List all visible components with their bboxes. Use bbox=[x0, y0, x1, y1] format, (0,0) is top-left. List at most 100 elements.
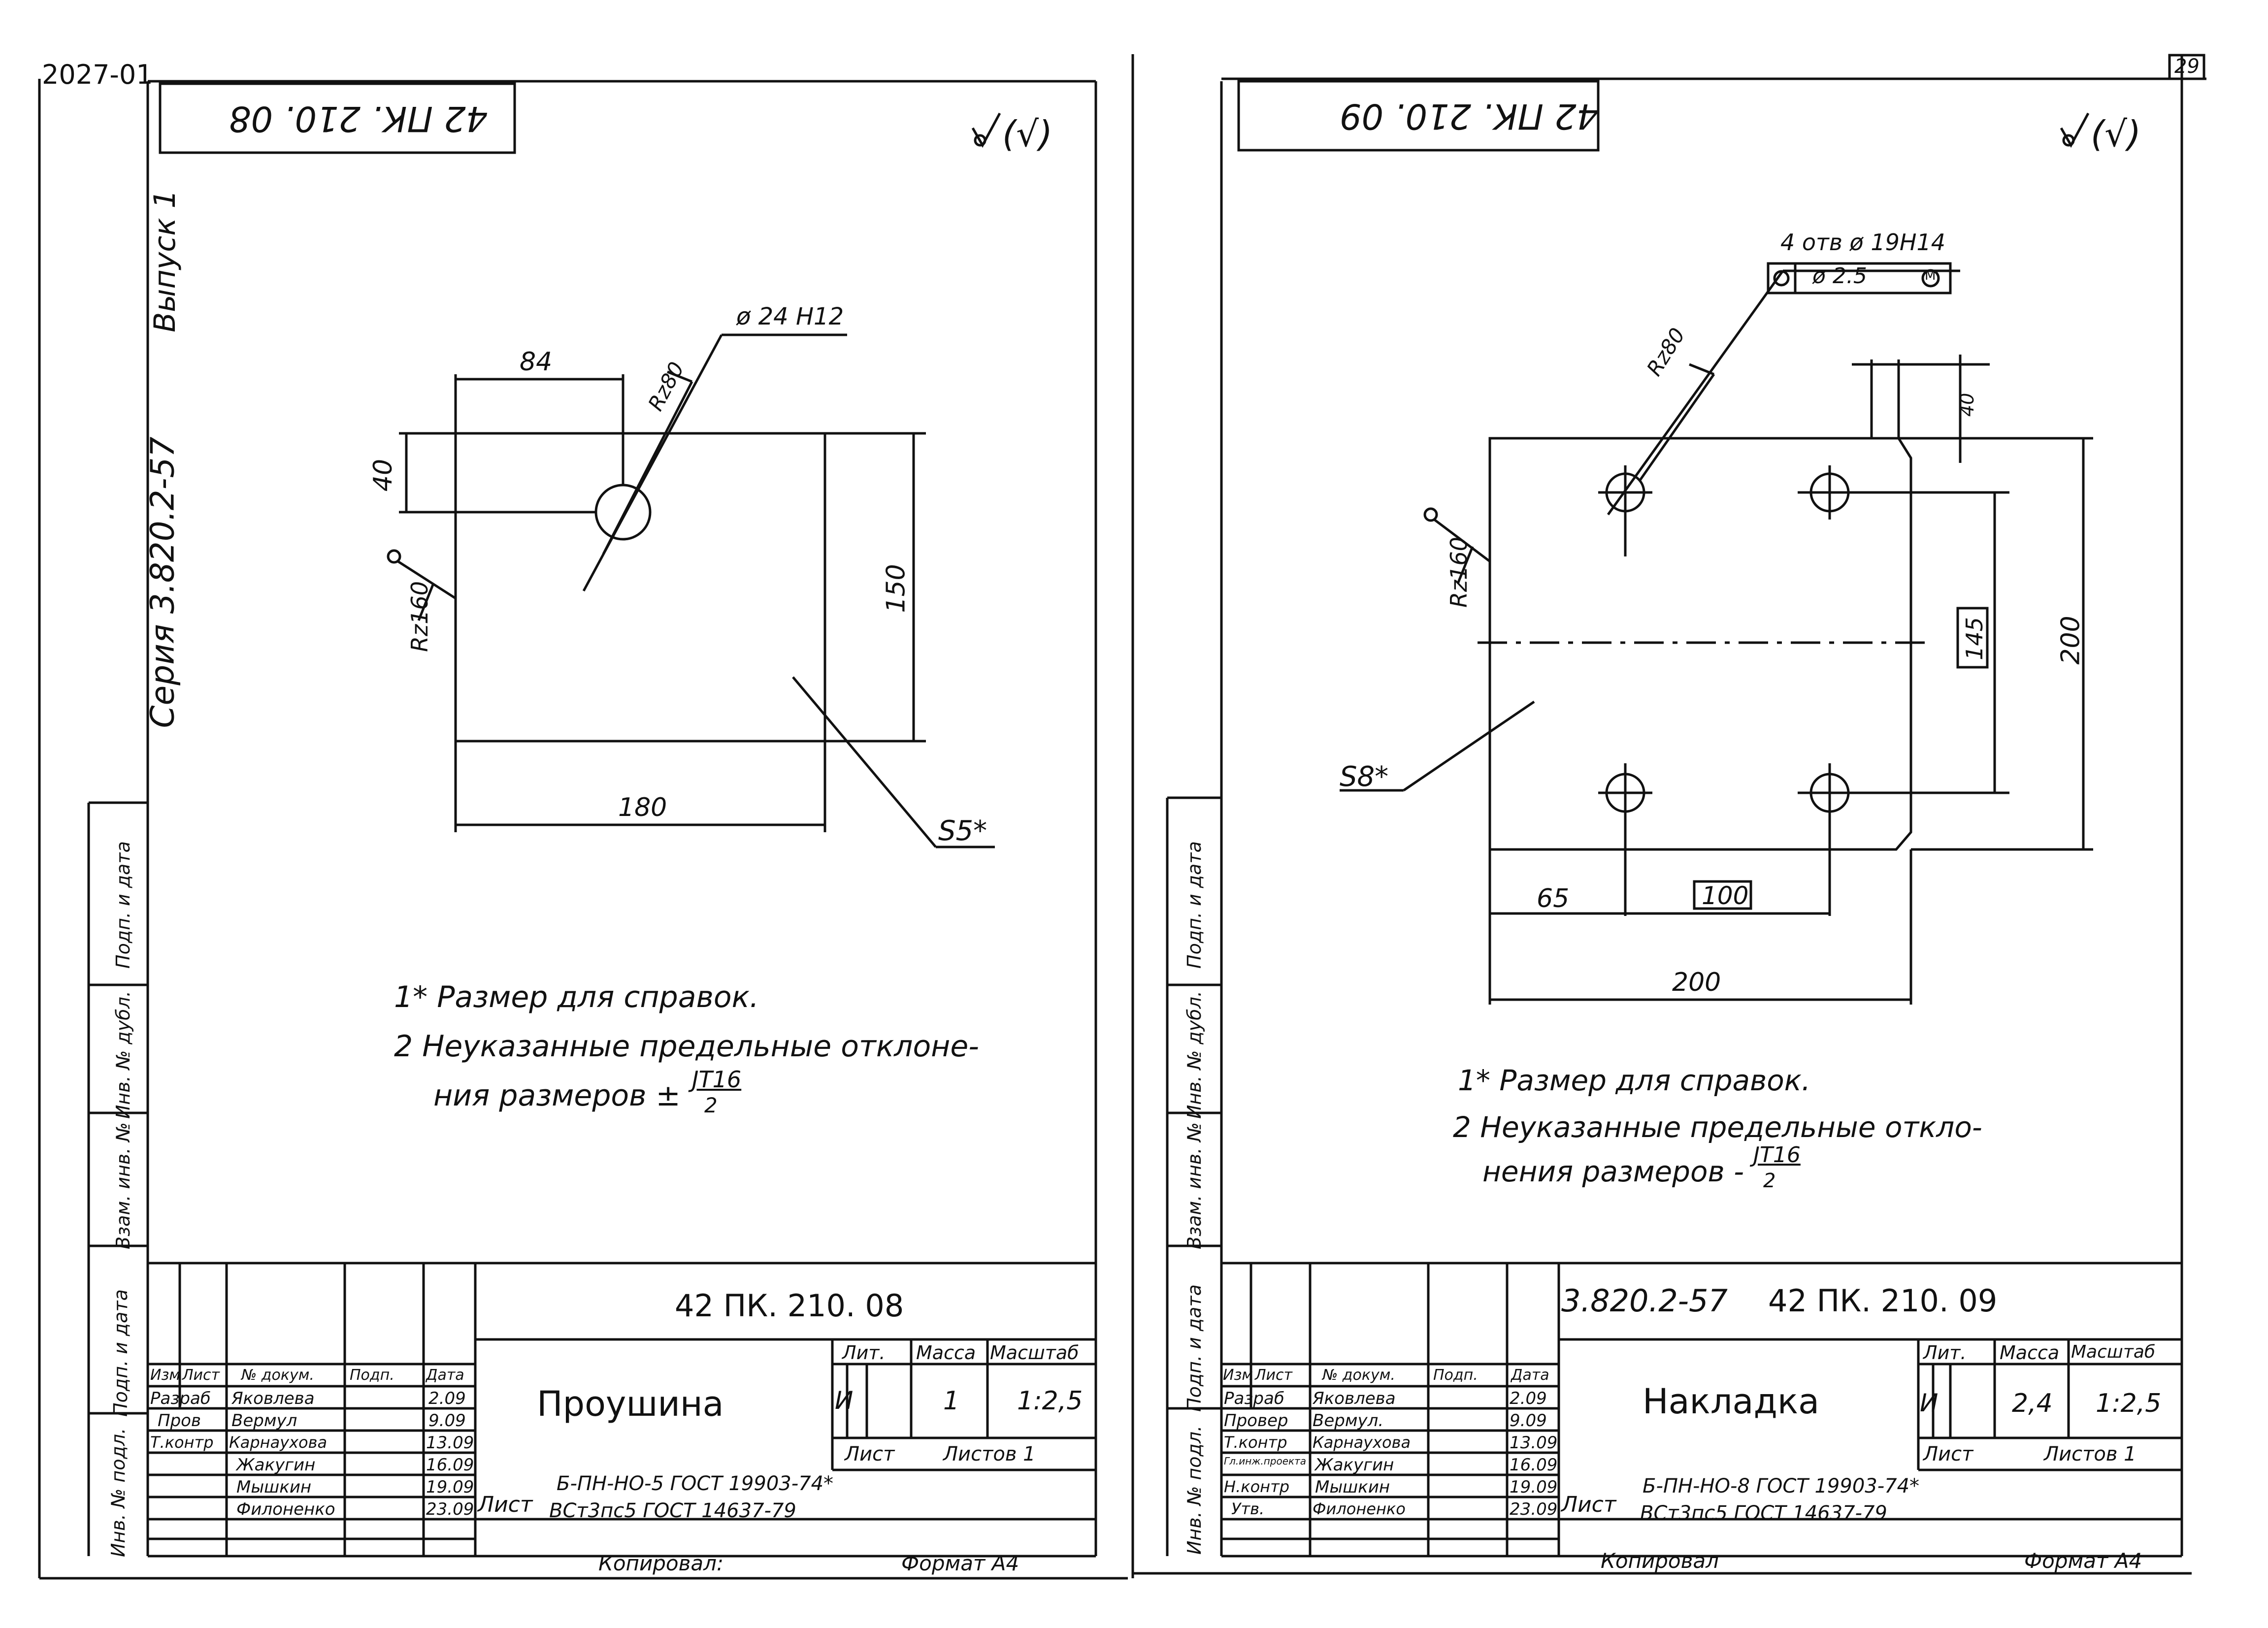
left-issue: Выпуск 1 bbox=[148, 190, 182, 332]
left-tb-head-doc: № докум. bbox=[241, 1367, 314, 1384]
archive-number: 2027-01 bbox=[42, 59, 153, 90]
left-tb-row6-name: Филоненко bbox=[236, 1499, 335, 1519]
left-tb-lit-label: Лит. bbox=[842, 1342, 886, 1364]
left-side-field-1: Подп. и дата bbox=[112, 841, 134, 969]
left-side-field-2: Инв. № дубл. bbox=[112, 991, 134, 1119]
left-tb-row6-date: 23.09 bbox=[426, 1499, 474, 1519]
right-tb-mass: 2,4 bbox=[2012, 1389, 2053, 1418]
left-tb-scale-label: Масштаб bbox=[990, 1342, 1079, 1364]
left-tb-head-izm: Изм bbox=[150, 1367, 181, 1384]
left-tb-row3-role: Т.контр bbox=[150, 1433, 214, 1452]
right-tb-material-1: Б-ПН-НО-8 ГОСТ 19903-74* bbox=[1643, 1475, 1920, 1498]
right-note-frac-den: 2 bbox=[1763, 1170, 1776, 1192]
left-dim-84: 84 bbox=[520, 347, 553, 377]
left-tb-head-date: Дата bbox=[426, 1367, 464, 1384]
left-tb-row3-name: Карнаухова bbox=[229, 1433, 328, 1452]
left-series: Серия 3.820.2-57 bbox=[143, 436, 182, 728]
left-tb-mass-label: Масса bbox=[916, 1342, 976, 1364]
right-tb-row1-date: 2.09 bbox=[1510, 1389, 1547, 1408]
right-tb-lit: И bbox=[1920, 1389, 1939, 1417]
right-dim-rz160: Rz160 bbox=[1445, 537, 1472, 608]
right-note-1: 1* Размер для справок. bbox=[1458, 1064, 1811, 1097]
right-tb-scale-label: Масштаб bbox=[2071, 1342, 2156, 1362]
right-dim-200-vertical: 200 bbox=[2056, 616, 2086, 665]
right-dim-pos: ø 2.5 bbox=[1812, 263, 1867, 289]
right-tb-row4-date: 16.09 bbox=[1510, 1455, 1558, 1475]
left-dim-hole: ø 24 H12 bbox=[736, 303, 844, 330]
right-tb-head-date: Дата bbox=[1511, 1367, 1549, 1384]
left-tb-head-list: Лист bbox=[182, 1367, 220, 1384]
right-tb-row6-role: Утв. bbox=[1231, 1499, 1265, 1518]
right-tb-row3-role: Т.контр bbox=[1224, 1433, 1287, 1452]
right-dim-holes: 4 отв ø 19H14 bbox=[1780, 229, 1945, 256]
right-dim-s8: S8* bbox=[1340, 761, 1389, 793]
right-tb-head-doc: № докум. bbox=[1322, 1367, 1395, 1384]
left-tb-material-label: Лист bbox=[478, 1492, 533, 1517]
right-dim-m: M bbox=[1925, 268, 1936, 283]
right-tb-row6-name: Филоненко bbox=[1313, 1499, 1406, 1518]
left-tb-sheets-label: Листов 1 bbox=[943, 1443, 1036, 1465]
right-tb-row4-name: Жакугин bbox=[1315, 1455, 1394, 1475]
left-tb-name: Проушина bbox=[537, 1384, 724, 1424]
right-format: Формат А4 bbox=[2024, 1549, 2142, 1573]
right-side-field-4: Подп. и дата bbox=[1183, 1284, 1205, 1412]
right-tb-scale: 1:2,5 bbox=[2096, 1389, 2162, 1418]
right-tb-head-sign: Подп. bbox=[1433, 1367, 1478, 1384]
right-tb-row2-date: 9.09 bbox=[1510, 1411, 1547, 1431]
right-tb-row4-role: Гл.инж.проекта bbox=[1224, 1455, 1307, 1467]
sheet-number: 29 bbox=[2174, 55, 2200, 78]
left-stamp-code: 42 ПК. 210. 08 bbox=[229, 98, 488, 139]
right-tb-name: Накладка bbox=[1643, 1381, 1820, 1422]
left-tb-row4-date: 16.09 bbox=[426, 1455, 474, 1475]
right-tb-row6-date: 23.09 bbox=[1510, 1499, 1558, 1519]
right-tb-mass-label: Масса bbox=[2000, 1342, 2060, 1364]
left-dim-150: 150 bbox=[881, 564, 911, 613]
right-dim-40: 40 bbox=[1956, 392, 1978, 417]
right-tb-lit-label: Лит. bbox=[1923, 1342, 1967, 1364]
left-tb-row3-date: 13.09 bbox=[426, 1433, 474, 1453]
left-tb-row1-role: Разраб bbox=[150, 1389, 211, 1408]
right-tb-row2-name: Вермул. bbox=[1313, 1411, 1384, 1431]
right-dim-145: 145 bbox=[1961, 617, 1988, 660]
left-tb-row1-name: Яковлева bbox=[231, 1389, 315, 1408]
right-dim-200-horizontal: 200 bbox=[1672, 968, 1721, 997]
left-tb-row2-name: Вермул bbox=[231, 1411, 297, 1431]
right-tb-material-2: ВСт3пс5 ГОСТ 14637-79 bbox=[1640, 1502, 1887, 1525]
right-side-field-2: Инв. № дубл. bbox=[1183, 991, 1205, 1119]
left-tb-row2-role: Пров bbox=[158, 1411, 201, 1431]
right-copied: Копировал bbox=[1601, 1549, 1719, 1573]
left-surface-mark: (√) bbox=[1002, 113, 1053, 155]
left-tb-scale: 1:2,5 bbox=[1017, 1386, 1083, 1416]
right-note-3: нения размеров - bbox=[1482, 1155, 1744, 1188]
right-tb-row5-name: Мышкин bbox=[1315, 1477, 1390, 1497]
right-stamp-code: 42 ПК. 210. 09 bbox=[1340, 96, 1599, 136]
left-tb-row5-date: 19.09 bbox=[426, 1477, 474, 1497]
left-tb-code: 42 ПК. 210. 08 bbox=[675, 1288, 904, 1324]
right-tb-sheets-label: Листов 1 bbox=[2044, 1443, 2137, 1465]
right-side-field-1: Подп. и дата bbox=[1183, 841, 1205, 969]
right-tb-material-label: Лист bbox=[1561, 1492, 1616, 1517]
left-note-frac-num: JT16 bbox=[692, 1066, 742, 1093]
left-dim-40: 40 bbox=[368, 458, 398, 492]
left-tb-material-2: ВСт3пс5 ГОСТ 14637-79 bbox=[549, 1499, 796, 1522]
right-tb-sheet-label: Лист bbox=[1923, 1443, 1973, 1465]
left-tb-lit: И bbox=[835, 1386, 854, 1415]
right-tb-row1-role: Разраб bbox=[1224, 1389, 1284, 1408]
right-tb-row2-role: Провер bbox=[1224, 1411, 1288, 1431]
left-note-3: ния размеров ± bbox=[433, 1078, 681, 1113]
left-format: Формат А4 bbox=[901, 1551, 1019, 1575]
left-tb-sheet-label: Лист bbox=[845, 1443, 895, 1465]
right-note-frac-num: JT16 bbox=[1753, 1142, 1801, 1168]
left-dim-s5: S5* bbox=[938, 815, 987, 847]
left-tb-row2-date: 9.09 bbox=[428, 1411, 466, 1431]
left-tb-row4-name: Жакугин bbox=[236, 1455, 316, 1475]
right-tb-row3-name: Карнаухова bbox=[1313, 1433, 1411, 1452]
left-side-field-4: Подп. и дата bbox=[110, 1289, 131, 1417]
left-tb-row5-name: Мышкин bbox=[236, 1477, 312, 1497]
right-tb-code-prefix: 3.820.2-57 bbox=[1561, 1283, 1728, 1319]
right-dim-65: 65 bbox=[1537, 884, 1570, 913]
right-tb-head-list: Лист bbox=[1255, 1367, 1293, 1384]
right-dim-100: 100 bbox=[1702, 881, 1749, 910]
right-surface-mark: (√) bbox=[2091, 113, 2141, 155]
